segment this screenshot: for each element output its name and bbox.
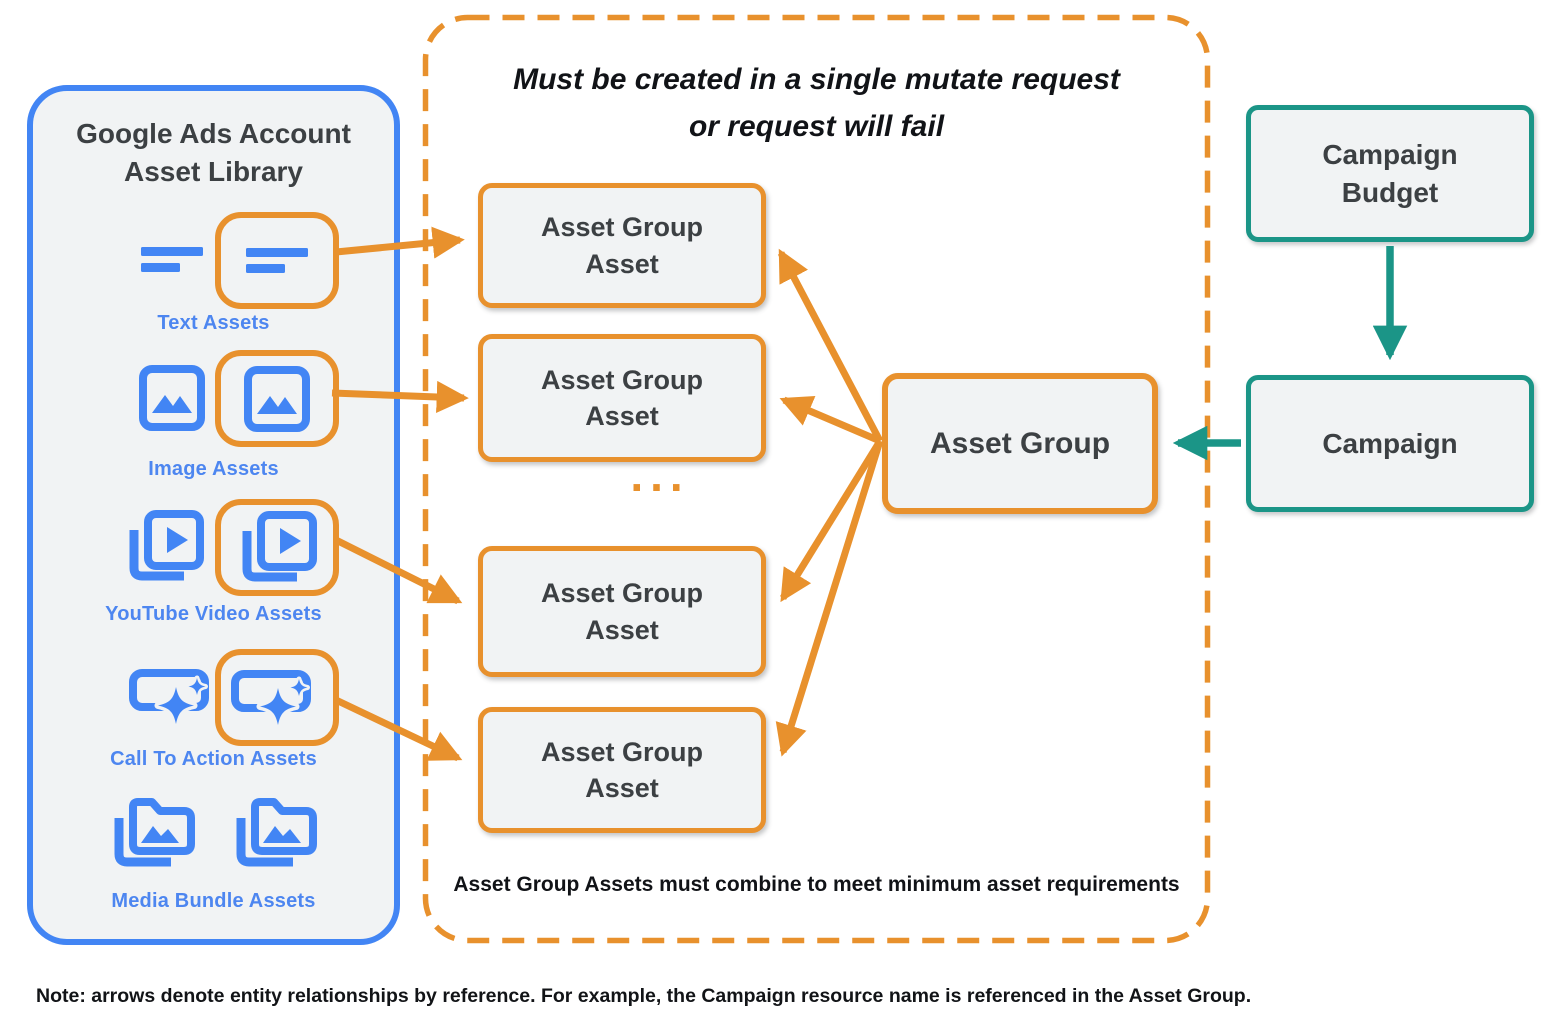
mutate-title-line1: Must be created in a single mutate reque… [513,63,1120,96]
mutate-title-line2: or request will fail [688,109,945,143]
campaign-box: Campaign [1246,375,1534,512]
asset-group-asset-box-1: Asset Group Asset [478,183,766,308]
asset-library-panel: Google Ads Account Asset Library Text As… [27,85,400,945]
campaign-budget-box: Campaign Budget [1246,105,1534,242]
mutate-panel-footer: Asset Group Assets must combine to meet … [453,873,1180,896]
call-to-action-asset-icon [129,668,221,726]
image-assets-label: Image Assets [148,458,279,480]
asset-group-asset-box-3: Asset Group Asset [478,546,766,677]
mutate-panel-title: Must be created in a single mutate reque… [423,57,1210,150]
more-assets-ellipsis: ... [630,449,690,501]
asset-group-asset-box-4: Asset Group Asset [478,707,766,833]
youtube-video-assets-label: YouTube Video Assets [105,603,322,625]
call-to-action-asset-icon-highlighted [215,649,339,746]
youtube-video-asset-icon-highlighted [215,499,339,596]
media-bundle-assets-label: Media Bundle Assets [111,890,316,912]
asset-library-title: Google Ads Account Asset Library [76,118,351,187]
media-bundle-asset-icon [111,796,203,868]
media-bundle-asset-icon [233,796,325,868]
text-asset-icon [141,247,203,273]
youtube-video-asset-icon [124,510,204,584]
call-to-action-assets-label: Call To Action Assets [110,748,317,770]
text-assets-label: Text Assets [157,312,270,334]
image-asset-icon [139,365,205,431]
asset-group-box: Asset Group [882,373,1158,514]
asset-group-asset-box-2: Asset Group Asset [478,334,766,462]
text-asset-icon-highlighted [215,212,339,309]
image-asset-icon-highlighted [215,350,339,447]
footnote: Note: arrows denote entity relationships… [36,985,1252,1007]
